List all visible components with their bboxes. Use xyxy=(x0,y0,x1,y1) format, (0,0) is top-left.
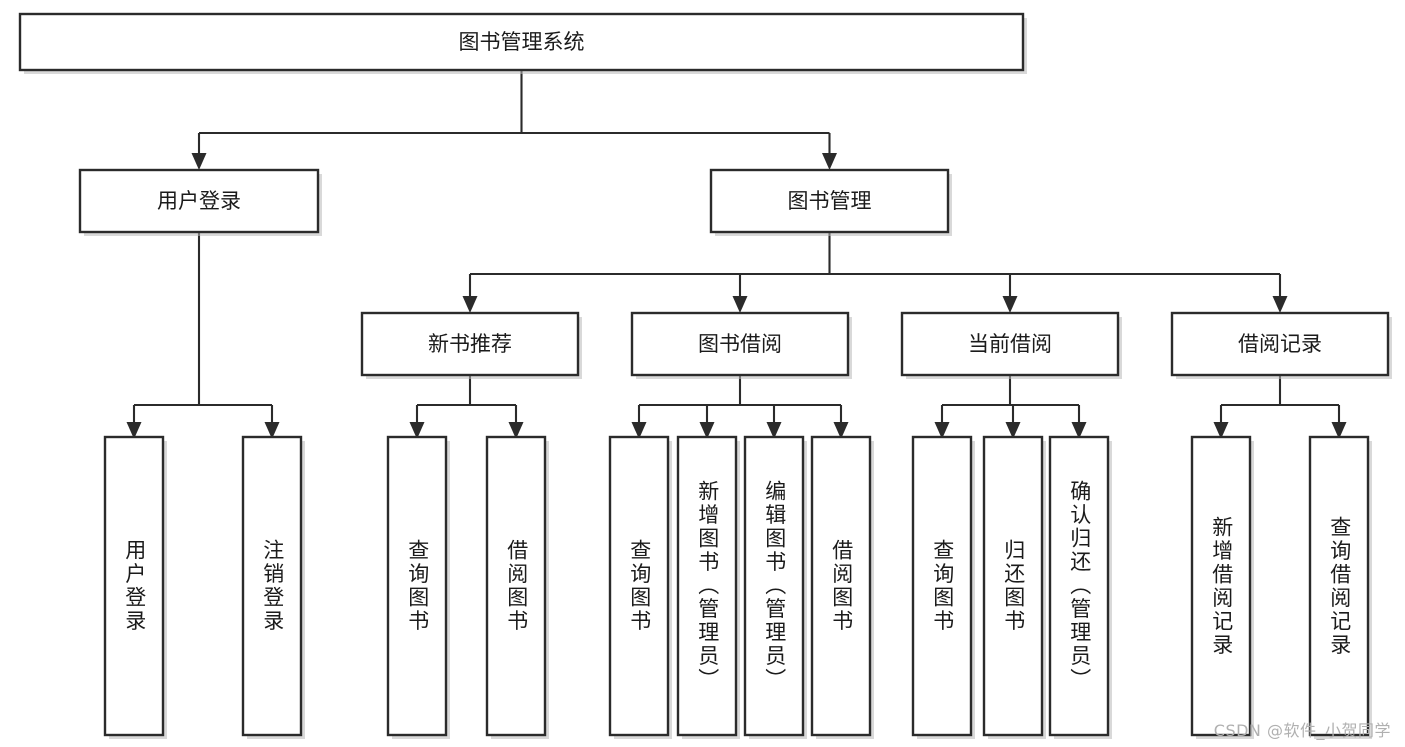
node-label-l2-用户登录-0: 用户登录 xyxy=(157,189,241,213)
node-label-root-图书管理系统-0: 图书管理系统 xyxy=(459,30,585,54)
node-box-l2-用户登录-0[interactable] xyxy=(78,168,320,234)
arrow-head-icon-leaf-用户登录-0 xyxy=(126,422,142,439)
arrow-head-icon-l2-1 xyxy=(822,153,837,170)
node-boxes xyxy=(18,12,1392,739)
node-box-leaf-归还图书-9[interactable] xyxy=(982,435,1044,737)
arrow-head-icon-l2-0 xyxy=(191,153,207,170)
node-box-leaf-用户登录-0[interactable] xyxy=(103,435,165,737)
arrow-head-icon-leaf-图书借阅-0 xyxy=(631,422,647,439)
node-box-leaf-注销登录-1[interactable] xyxy=(241,435,303,737)
arrow-head-icon-leaf-用户登录-1 xyxy=(264,422,280,439)
node-box-leaf-新增借阅记录-11[interactable] xyxy=(1190,435,1252,737)
node-box-leaf-借阅图书-3[interactable] xyxy=(485,435,547,737)
node-box-root-图书管理系统-0[interactable] xyxy=(18,12,1025,72)
node-label-l3-新书推荐-0: 新书推荐 xyxy=(428,332,512,356)
node-box-l3-借阅记录-3[interactable] xyxy=(1170,311,1390,377)
node-box-l3-图书借阅-1[interactable] xyxy=(630,311,850,377)
node-label-l3-图书借阅-1: 图书借阅 xyxy=(698,332,782,356)
arrow-head-icon-leaf-当前借阅-1 xyxy=(1005,422,1021,439)
arrow-head-icon-l3-0 xyxy=(462,296,478,313)
node-label-l2-图书管理-1: 图书管理 xyxy=(788,189,872,213)
node-box-leaf-查询图书-4[interactable] xyxy=(608,435,670,737)
node-label-l3-当前借阅-2: 当前借阅 xyxy=(968,332,1052,356)
arrow-head-icon-leaf-图书借阅-2 xyxy=(766,422,782,439)
arrow-head-icon-leaf-新书推荐-1 xyxy=(508,422,524,439)
arrow-head-icon-leaf-图书借阅-3 xyxy=(833,422,849,439)
node-box-leaf-查询借阅记录-12[interactable] xyxy=(1308,435,1370,737)
arrow-head-icon-l3-1 xyxy=(732,296,748,313)
node-box-l3-当前借阅-2[interactable] xyxy=(900,311,1120,377)
node-box-leaf-借阅图书-7[interactable] xyxy=(810,435,872,737)
watermark-text: CSDN @软件_小贺同学 xyxy=(1213,721,1391,740)
node-box-leaf-编辑图书管理员-6[interactable] xyxy=(743,435,805,737)
node-box-leaf-新增图书管理员-5[interactable] xyxy=(676,435,738,737)
connector-edges xyxy=(126,70,1347,439)
node-label-l3-借阅记录-3: 借阅记录 xyxy=(1238,332,1322,356)
node-box-leaf-查询图书-2[interactable] xyxy=(386,435,448,737)
node-box-leaf-确认归还管理员-10[interactable] xyxy=(1048,435,1110,737)
node-box-leaf-查询图书-8[interactable] xyxy=(911,435,973,737)
node-box-l2-图书管理-1[interactable] xyxy=(709,168,950,234)
arrow-head-icon-leaf-图书借阅-1 xyxy=(699,422,715,439)
arrow-head-icon-leaf-当前借阅-0 xyxy=(934,422,950,439)
arrow-head-icon-leaf-借阅记录-0 xyxy=(1213,422,1229,439)
arrow-head-icon-leaf-借阅记录-1 xyxy=(1331,422,1347,439)
arrow-head-icon-leaf-当前借阅-2 xyxy=(1071,422,1087,439)
arrow-head-icon-leaf-新书推荐-0 xyxy=(409,422,425,439)
arrow-head-icon-l3-3 xyxy=(1272,296,1288,313)
arrow-head-icon-l3-2 xyxy=(1002,296,1018,313)
node-box-l3-新书推荐-0[interactable] xyxy=(360,311,580,377)
